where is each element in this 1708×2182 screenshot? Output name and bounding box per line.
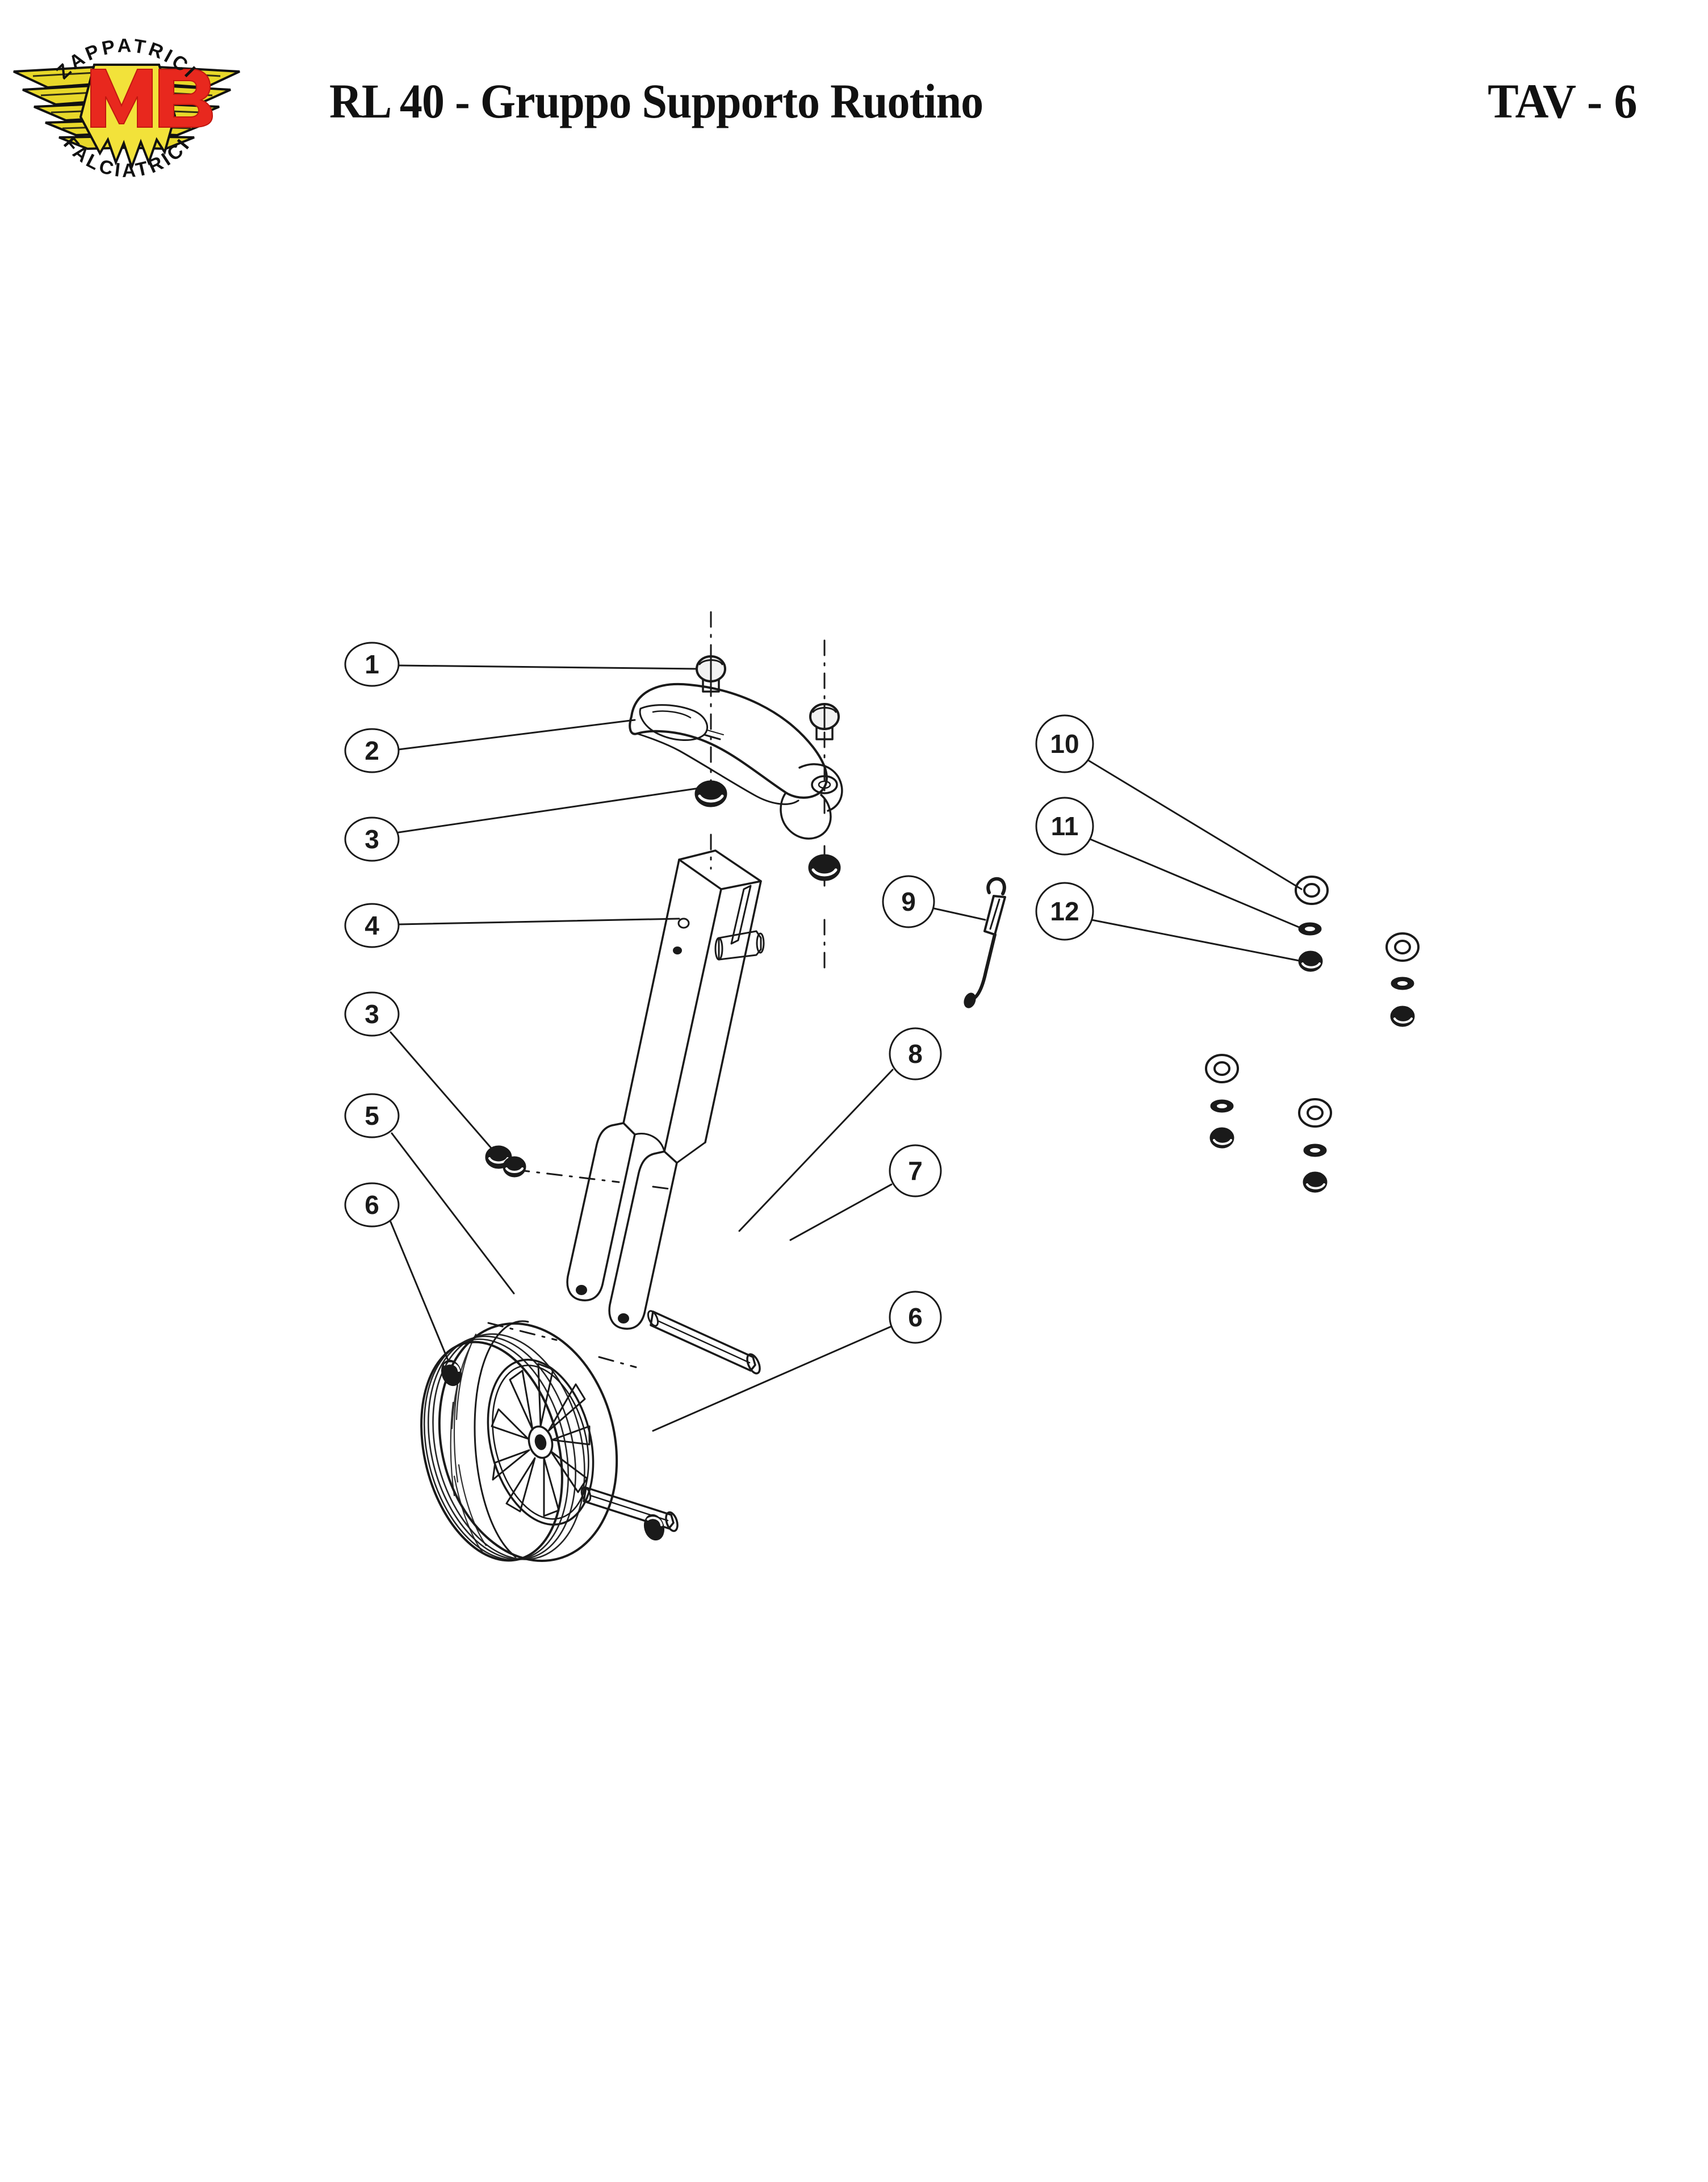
callout-2[interactable] [344,728,400,773]
callout-10[interactable] [1035,714,1094,773]
part-bolt-upper [696,655,840,740]
part-axle-nut [441,1359,665,1541]
callout-label-4: 4 [365,911,379,940]
callout-label-10: 10 [1050,729,1079,759]
table-number-label: TAV - 6 [1488,74,1638,128]
callout-3b[interactable] [344,991,400,1037]
callout-balloons [344,642,1094,1344]
callout-label-12: 12 [1050,897,1079,926]
callout-label-11: 11 [1051,811,1079,841]
callout-label-7: 7 [908,1156,923,1186]
callout-8[interactable] [889,1027,942,1080]
part-wheel [420,1320,618,1562]
page-title: RL 40 - Gruppo Supporto Ruotino [329,74,983,128]
logo-brand-text [90,69,214,128]
callout-6b[interactable] [889,1291,942,1344]
part-square-post-tube [622,849,765,1153]
callout-1[interactable] [344,642,400,687]
callout-label-6b: 6 [908,1303,923,1332]
logo-svg: ZAPPATRICI FALCIATRICI [13,35,240,182]
callout-label-3a: 3 [365,824,379,854]
callout-11[interactable] [1035,797,1094,856]
callout-label-3b: 3 [365,999,379,1029]
page-header: ZAPPATRICI FALCIATRICI RL 40 - Gruppo Su… [0,0,1708,227]
fastener-group [1205,876,1420,1193]
part-split-cotter-pin [964,877,1006,1008]
callout-label-6a: 6 [365,1190,379,1220]
callout-6a[interactable] [344,1182,400,1228]
callout-label-2: 2 [365,736,379,765]
callout-4[interactable] [344,903,400,948]
callout-label-5: 5 [365,1101,379,1130]
callout-5[interactable] [344,1093,400,1138]
part-axle-pin [580,1486,679,1532]
callout-label-1: 1 [365,650,379,679]
part-nut [485,780,841,1169]
part-support-handle-bracket [629,682,843,840]
callout-7[interactable] [889,1144,942,1197]
leader-lines [390,664,1303,1432]
part-fork [566,1122,706,1330]
callout-labels: 1 2 3 4 3 5 6 8 7 6 9 10 11 12 [365,650,1079,1332]
part-fork-bolt [647,1310,761,1375]
callout-12[interactable] [1035,882,1094,941]
callout-label-9: 9 [901,887,916,916]
callout-3a[interactable] [344,816,400,862]
callout-label-8: 8 [908,1039,923,1069]
callout-9[interactable] [882,875,935,928]
part-small-nut [503,1156,526,1178]
mb-brand-logo: ZAPPATRICI FALCIATRICI [10,10,243,217]
